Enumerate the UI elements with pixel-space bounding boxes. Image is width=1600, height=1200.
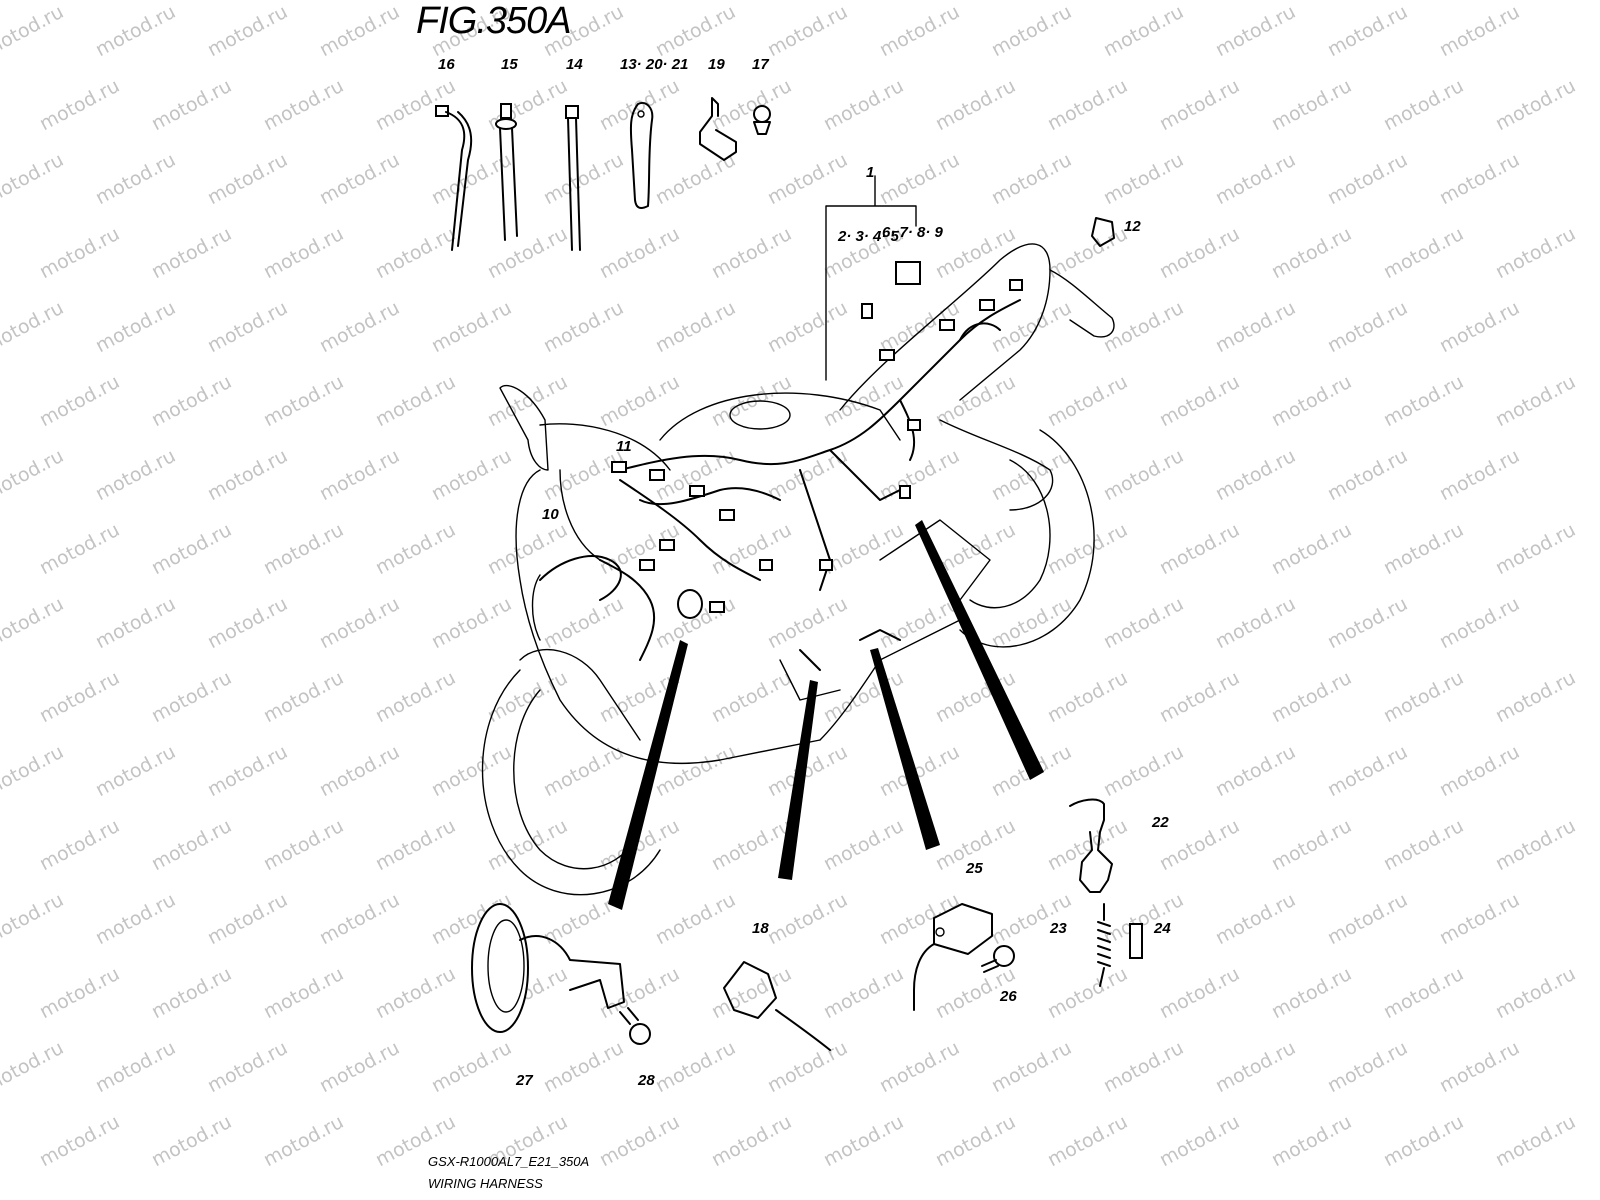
part-27-horn xyxy=(471,903,625,1033)
part-19-clamp xyxy=(699,97,737,161)
main-wiring-harness xyxy=(531,279,1023,671)
figure-title: FIG.350A xyxy=(416,0,572,42)
part-12-clip xyxy=(1091,217,1115,247)
part-label-12: 12 xyxy=(1124,218,1141,235)
part-17-clip xyxy=(753,105,771,135)
callout-pointers xyxy=(608,520,1044,910)
part-25-switch xyxy=(913,903,993,1011)
part-26-screw xyxy=(981,945,1015,973)
part-label-1: 1 xyxy=(866,164,875,181)
part-label-24: 24 xyxy=(1154,920,1171,937)
part-label-28: 28 xyxy=(638,1072,655,1089)
part-label-10: 10 xyxy=(542,506,559,523)
part-label-14: 14 xyxy=(566,56,583,73)
part-label-13-20-21: 13· 20· 21 xyxy=(620,56,689,73)
part-label-22: 22 xyxy=(1152,814,1169,831)
part-label-6-7-8-9: 6· 7· 8· 9 xyxy=(882,224,943,241)
part-15-push-tie xyxy=(495,103,518,241)
part-label-27: 27 xyxy=(516,1072,533,1089)
part-1-9-relay-fuse xyxy=(825,175,921,381)
part-label-11: 11 xyxy=(616,438,632,455)
part-28-bolt xyxy=(619,1007,651,1045)
part-label-18: 18 xyxy=(752,920,769,937)
motorcycle-outline xyxy=(481,243,1115,896)
part-label-17: 17 xyxy=(752,56,769,73)
part-18-sensor xyxy=(723,961,831,1051)
part-label-19: 19 xyxy=(708,56,725,73)
part-14-cable-tie xyxy=(565,105,581,251)
part-label-25: 25 xyxy=(966,860,983,877)
part-16-clamp-tie xyxy=(435,105,473,251)
part-23-spring xyxy=(1097,903,1111,987)
part-label-16: 16 xyxy=(438,56,455,73)
figure-name: WIRING HARNESS xyxy=(428,1176,543,1191)
part-24-pin xyxy=(1129,923,1143,959)
part-label-15: 15 xyxy=(501,56,518,73)
part-label-26: 26 xyxy=(1000,988,1017,1005)
part-label-23: 23 xyxy=(1050,920,1067,937)
part-13-band xyxy=(629,102,654,209)
figure-code: GSX-R1000AL7_E21_350A xyxy=(428,1154,590,1169)
part-label-2-3-4-5: 2· 3· 4· 5 xyxy=(838,228,899,245)
part-22-switch xyxy=(1069,798,1113,893)
